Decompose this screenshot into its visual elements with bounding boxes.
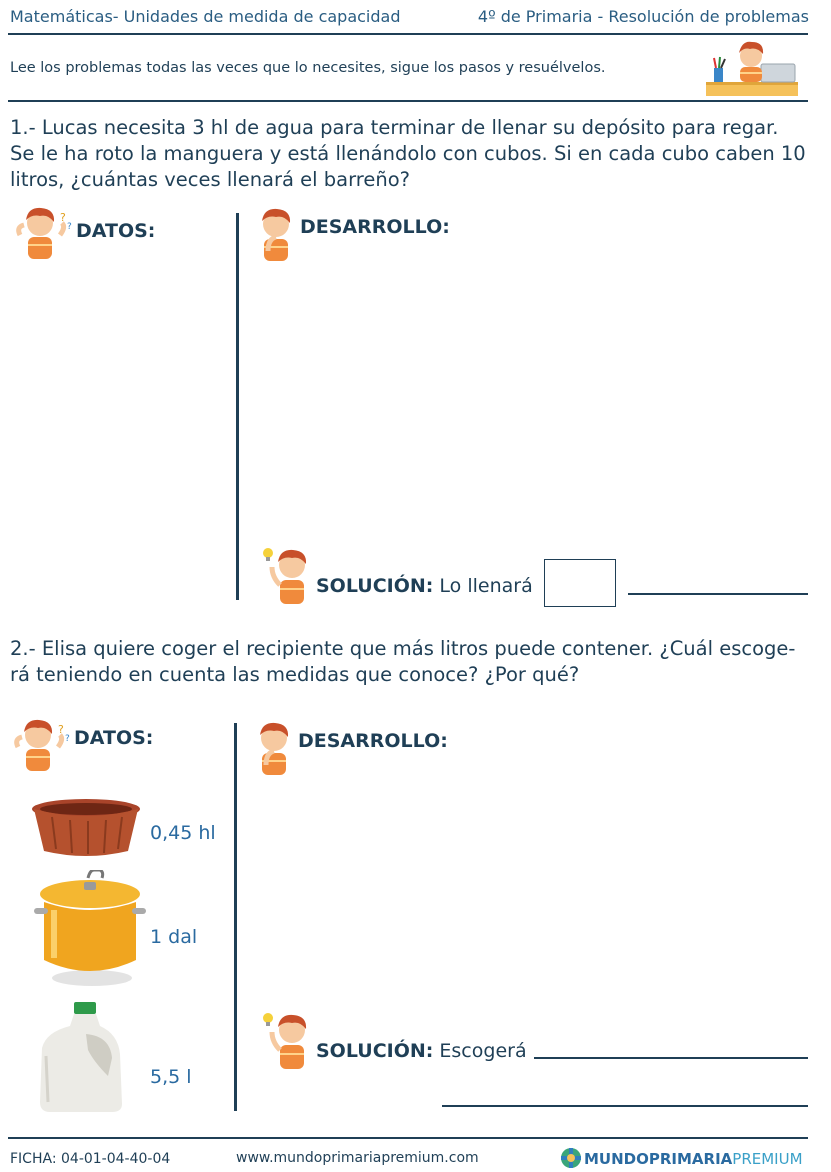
pondering-boy-icon [260, 722, 289, 775]
idea-boy-icon [263, 1013, 307, 1069]
header-course: 4º de Primaria - Resolución de problemas [477, 7, 809, 26]
problem1-answer-line[interactable] [628, 593, 808, 595]
header-subject: Matemáticas- Unidades de medida de capac… [10, 7, 401, 26]
problem2-solution-text: Escogerá [439, 1040, 527, 1062]
problem1-solution-label: SOLUCIÓN: [316, 575, 434, 597]
problem2-solution-label: SOLUCIÓN: [316, 1040, 434, 1062]
pondering-boy-icon [262, 208, 291, 261]
problem2-answer-line[interactable] [534, 1057, 808, 1059]
footer-rule [8, 1137, 808, 1139]
problem1-line: litros, ¿cuántas veces llenará el barreñ… [10, 168, 411, 191]
problem2-solution: SOLUCIÓN: Escogerá [316, 1040, 527, 1062]
problem2-desarrollo-label: DESARROLLO: [298, 730, 448, 752]
problem1-statement: 1.- Lucas necesita 3 hl de agua para ter… [10, 115, 810, 193]
pot-icon [34, 870, 146, 986]
problem1-divider [236, 213, 239, 600]
footer-logo: MUNDOPRIMARIAPREMIUM [584, 1150, 803, 1168]
svg-text:?: ? [67, 222, 72, 232]
problem2-datos-label: DATOS: [74, 727, 154, 749]
jug-measure: 5,5 l [150, 1066, 192, 1088]
thinking-boy-icon: ? ? [14, 719, 70, 771]
logo-primaria: PRIMARIA [648, 1150, 733, 1168]
problem1-solution: SOLUCIÓN: Lo llenará [316, 575, 533, 597]
jug-icon [40, 1002, 122, 1112]
pot-measure: 1 dal [150, 926, 198, 948]
svg-text:?: ? [58, 723, 64, 736]
boy-at-desk-icon [706, 41, 798, 96]
problem2-line: 2.- Elisa quiere coger el recipiente que… [10, 637, 796, 660]
logo-globe-icon [561, 1148, 581, 1168]
thinking-boy-icon: ? ? [16, 207, 72, 259]
svg-text:?: ? [65, 734, 70, 744]
footer-ficha-code: 04-01-04-40-04 [61, 1151, 171, 1167]
footer-website[interactable]: www.mundoprimariapremium.com [236, 1150, 479, 1166]
problem1-solution-text: Lo llenará [439, 575, 533, 597]
problem1-answer-box[interactable] [544, 559, 616, 607]
footer-ficha-label: FICHA: [10, 1151, 57, 1167]
instructions-rule [8, 100, 808, 102]
problem1-line: 1.- Lucas necesita 3 hl de agua para ter… [10, 116, 779, 139]
basin-icon [32, 799, 140, 856]
logo-premium: PREMIUM [732, 1150, 803, 1168]
basin-measure: 0,45 hl [150, 822, 216, 844]
problem2-statement: 2.- Elisa quiere coger el recipiente que… [10, 636, 820, 688]
problem1-line: Se le ha roto la manguera y está llenánd… [10, 142, 806, 165]
problem2-line: rá teniendo en cuenta las medidas que co… [10, 663, 580, 686]
header-rule [8, 33, 808, 35]
instructions: Lee los problemas todas las veces que lo… [10, 60, 606, 76]
footer-ficha: FICHA: 04-01-04-40-04 [10, 1151, 170, 1167]
problem2-reason-line[interactable] [442, 1105, 808, 1107]
problem1-datos-label: DATOS: [76, 220, 156, 242]
problem1-desarrollo-label: DESARROLLO: [300, 216, 450, 238]
logo-mundo: MUNDO [584, 1150, 649, 1168]
idea-boy-icon [263, 548, 307, 604]
problem2-divider [234, 723, 237, 1111]
svg-text:?: ? [60, 211, 66, 224]
